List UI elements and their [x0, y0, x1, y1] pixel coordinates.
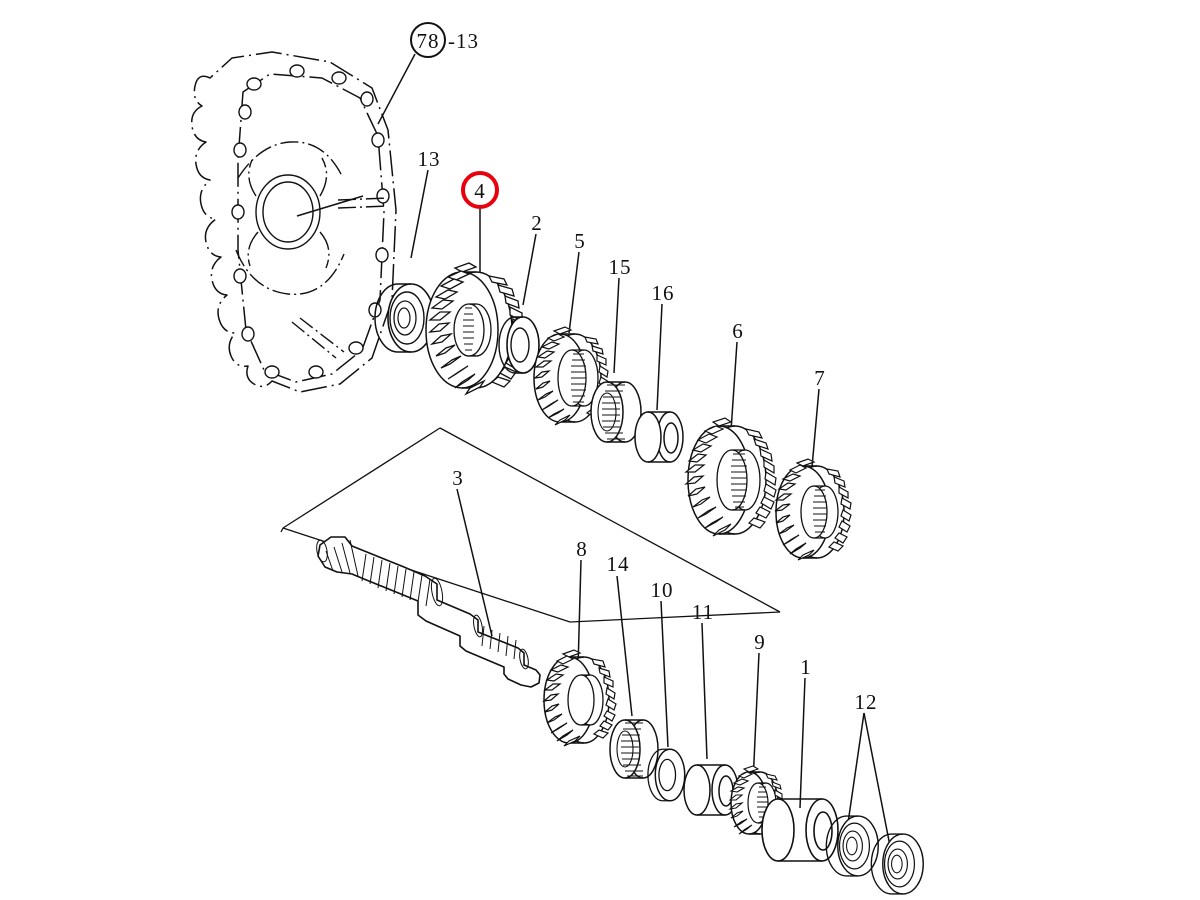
leader-lines-lower	[456, 488, 891, 847]
callout-label-12[interactable]: 12	[855, 690, 878, 714]
callout-label-1[interactable]: 1	[800, 655, 812, 679]
spacer-sleeve-11	[683, 764, 739, 816]
callout-label-5[interactable]: 5	[574, 229, 586, 253]
output-splined-shaft-3	[316, 536, 541, 688]
callout-label-4: 4	[474, 179, 486, 203]
bearing-sleeve-1	[761, 798, 839, 862]
callout-78-13[interactable]: 78 -13	[410, 22, 479, 58]
leader-lines-upper	[296, 53, 820, 468]
callout-label-3[interactable]: 3	[452, 466, 464, 490]
needle-roller-bearing-15	[590, 381, 642, 443]
spacer-collar-16	[634, 411, 684, 463]
transmission-case-housing	[190, 51, 397, 393]
callout-label-11[interactable]: 11	[692, 600, 714, 624]
highlight-circle	[461, 171, 499, 209]
callout-label-6[interactable]: 6	[732, 319, 744, 343]
callout-label-10[interactable]: 10	[651, 578, 674, 602]
callout-label-15[interactable]: 15	[609, 255, 632, 279]
callout-label-2[interactable]: 2	[531, 211, 543, 235]
callout-label-78: 78	[417, 29, 440, 53]
callout-suffix-13: -13	[448, 29, 479, 53]
second-speed-gear-7	[774, 458, 852, 561]
callout-label-13[interactable]: 13	[418, 147, 441, 171]
callout-label-9[interactable]: 9	[754, 630, 766, 654]
ball-bearing-12b	[870, 833, 924, 895]
callout-label-7[interactable]: 7	[814, 366, 826, 390]
callout-label-8[interactable]: 8	[576, 537, 588, 561]
callout-label-16[interactable]: 16	[652, 281, 675, 305]
third-speed-gear-6	[684, 417, 777, 537]
callout-4-highlighted[interactable]: 4	[461, 171, 499, 209]
needle-roller-bearing-14	[609, 719, 659, 779]
callout-circle-78	[410, 22, 446, 58]
callout-label-14[interactable]: 14	[607, 552, 630, 576]
first-speed-gear-8	[542, 649, 617, 747]
